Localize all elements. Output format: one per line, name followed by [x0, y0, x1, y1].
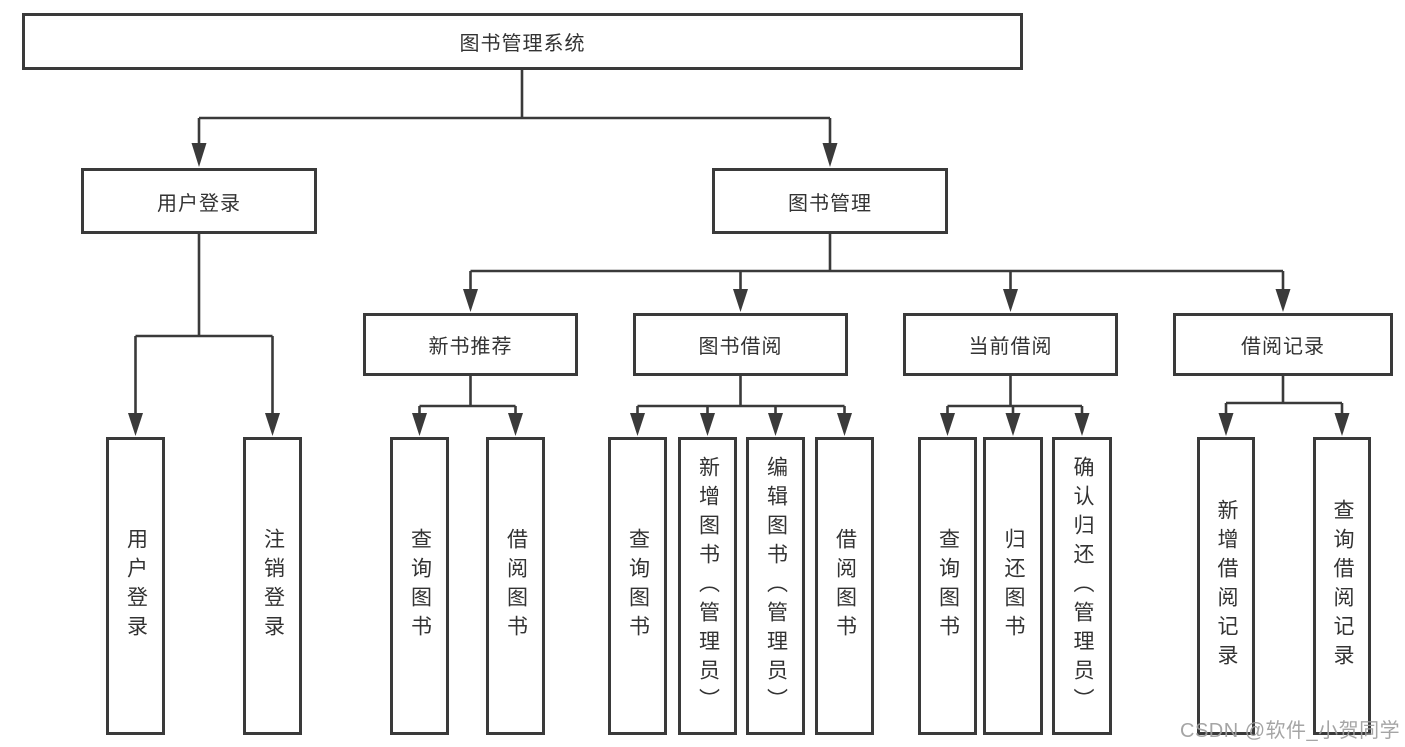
leaf-label: 查询图书 [626, 528, 650, 644]
leaf-query-books-recommend: 查询图书 [390, 437, 449, 735]
leaf-label: 归还图书 [1002, 528, 1025, 644]
node-book-management: 图书管理 [712, 168, 948, 234]
node-label: 借阅记录 [1241, 336, 1325, 358]
leaf-query-books-current: 查询图书 [918, 437, 977, 735]
leaf-label: 新增图书（管理员） [696, 455, 720, 717]
node-book-borrow: 图书借阅 [633, 313, 848, 376]
node-label: 新书推荐 [428, 336, 513, 358]
leaf-label: 查询图书 [936, 528, 960, 644]
node-user-login: 用户登录 [81, 168, 317, 234]
node-current-borrow: 当前借阅 [903, 313, 1118, 376]
leaf-label: 借阅图书 [504, 528, 528, 644]
leaf-label: 新增借阅记录 [1215, 499, 1238, 673]
arrowheads [128, 143, 1350, 436]
node-label: 当前借阅 [968, 336, 1053, 358]
leaf-user-login: 用户登录 [106, 437, 165, 735]
node-label: 图书管理系统 [459, 33, 586, 55]
leaf-query-books-borrow: 查询图书 [608, 437, 667, 735]
leaf-label: 注销登录 [261, 528, 285, 644]
leaf-add-borrow-record: 新增借阅记录 [1197, 437, 1255, 735]
leaf-confirm-return-admin: 确认归还（管理员） [1052, 437, 1112, 735]
node-borrow-records: 借阅记录 [1173, 313, 1393, 376]
node-root-system: 图书管理系统 [22, 13, 1023, 70]
node-label: 图书管理 [788, 192, 872, 215]
leaf-return-books: 归还图书 [983, 437, 1043, 735]
leaf-label: 查询图书 [408, 528, 432, 644]
leaf-label: 借阅图书 [833, 528, 857, 644]
leaf-borrow-books-recommend: 借阅图书 [486, 437, 545, 735]
leaf-label: 用户登录 [124, 528, 148, 644]
leaf-borrow-books: 借阅图书 [815, 437, 874, 735]
node-label: 图书借阅 [698, 336, 783, 358]
csdn-watermark: CSDN @软件_小贺同学 [1180, 720, 1401, 742]
leaf-query-borrow-record: 查询借阅记录 [1313, 437, 1371, 735]
leaf-logout: 注销登录 [243, 437, 302, 735]
leaf-label: 查询借阅记录 [1331, 499, 1354, 673]
leaf-label: 确认归还（管理员） [1071, 455, 1094, 717]
leaf-label: 编辑图书（管理员） [764, 455, 788, 717]
leaf-edit-books-admin: 编辑图书（管理员） [746, 437, 805, 735]
node-new-book-recommend: 新书推荐 [363, 313, 578, 376]
leaf-add-books-admin: 新增图书（管理员） [678, 437, 737, 735]
node-label: 用户登录 [157, 192, 241, 215]
